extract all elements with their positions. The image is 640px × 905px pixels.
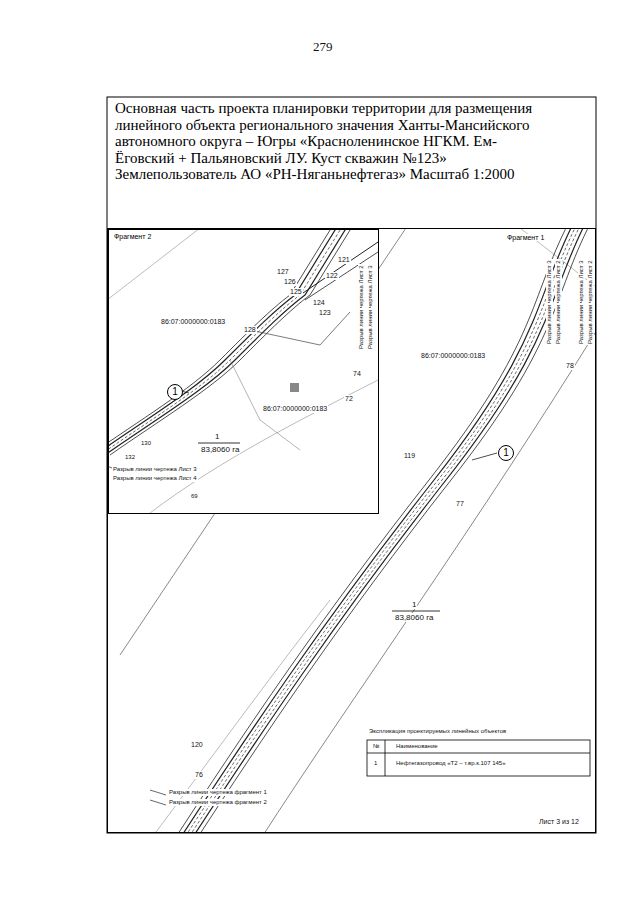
page-number: 279	[312, 40, 334, 55]
point-number: 78	[565, 362, 575, 370]
cadastral-number: 86:07:0000000:0183	[160, 318, 226, 326]
point-number: 119	[403, 452, 416, 460]
point-number: 132	[124, 454, 136, 461]
point-number: 122	[325, 272, 339, 280]
fragment-title: Фрагмент 1	[506, 234, 545, 241]
table-cell: Нефтегазопровод «Т2 – т.вр.к.107 145»	[395, 760, 507, 767]
break-note: Разрыв линии чертежа фрагмент 2	[168, 799, 268, 806]
sheet-number: Лист 3 из 12	[538, 818, 580, 826]
break-note: Разрыв линии чертежа Лист 3	[367, 264, 374, 350]
point-number: 72	[344, 395, 354, 403]
callout-number: 1	[503, 448, 509, 458]
break-note: Разрыв линии чертежа Лист 2	[587, 259, 594, 345]
point-number: 77	[455, 500, 465, 508]
callout-circle: 1	[498, 445, 514, 461]
area-value: 83,8060 га	[200, 445, 240, 454]
callout-number: 1	[172, 387, 178, 397]
area-value: 83,8060 га	[394, 613, 434, 622]
point-number: 120	[190, 741, 204, 749]
point-number: 123	[318, 309, 332, 317]
table-header: №	[372, 743, 380, 750]
break-note: Разрыв линии чертежа Лист 2	[555, 259, 562, 345]
title-block: Основная часть проекта планировки террит…	[115, 100, 545, 183]
break-note: Разрыв линии чертежа Лист 2	[358, 264, 365, 350]
table-header: Наименование	[395, 743, 439, 750]
area-number: 1	[411, 600, 417, 609]
point-number: 121	[337, 256, 351, 264]
table-cell: 1	[373, 760, 378, 767]
area-number: 1	[214, 432, 220, 441]
point-number: 124	[312, 299, 326, 307]
point-number: 130	[140, 440, 152, 447]
point-number: 125	[289, 288, 303, 296]
cadastral-number: 86:07:0000000:0183	[262, 405, 328, 413]
point-number: 127	[276, 268, 290, 276]
point-number: 74	[352, 370, 362, 378]
break-note: Разрыв линии чертежа Лист 4	[112, 475, 198, 482]
point-number: 69	[190, 493, 199, 500]
point-number: 126	[283, 278, 297, 286]
table-caption: Экспликация проектируемых линейных объек…	[368, 728, 507, 735]
cadastral-number: 86:07:0000000:0183	[420, 352, 486, 360]
break-note: Разрыв линии чертежа Лист 3	[578, 259, 585, 345]
callout-circle: 1	[167, 384, 183, 400]
break-note: Разрыв линии чертежа Лист 3	[112, 466, 198, 473]
point-number: 128	[243, 326, 257, 334]
break-note: Разрыв линии чертежа Лист 3	[546, 259, 553, 345]
break-note: Разрыв линии чертежа фрагмент 1	[168, 789, 268, 796]
fragment-title: Фрагмент 2	[113, 233, 152, 240]
point-number: 76	[194, 771, 204, 779]
